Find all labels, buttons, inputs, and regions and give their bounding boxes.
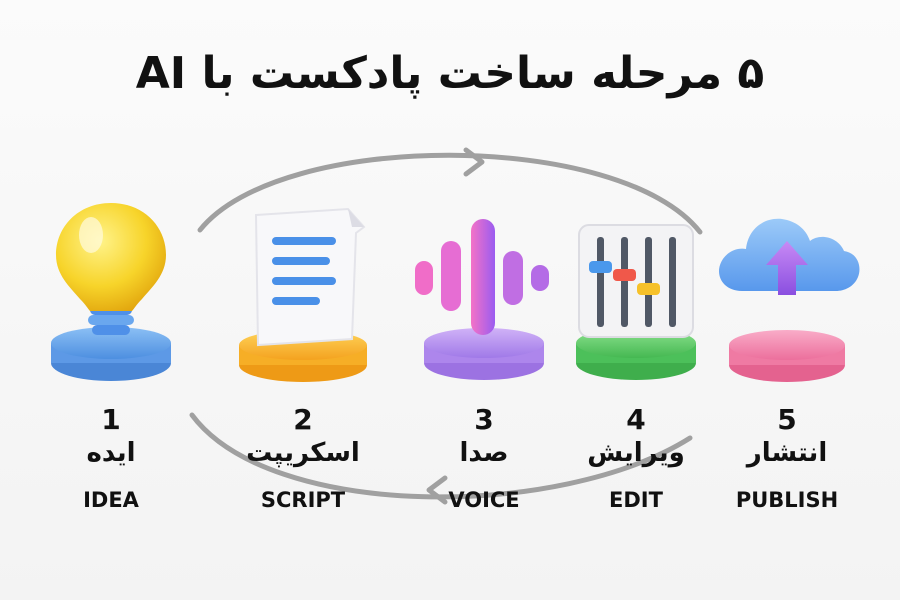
cloud-upload-icon <box>718 218 860 382</box>
bottom-arrowhead-icon <box>426 475 448 505</box>
step-label-en: IDEA <box>83 488 139 512</box>
step-publish: 5 انتشار PUBLISH <box>712 195 862 525</box>
step-edit: 4 ویرایش EDIT <box>561 195 711 525</box>
step-label-fa: انتشار <box>746 438 828 468</box>
step-script: 2 اسکریپت SCRIPT <box>228 195 378 525</box>
step-voice: 3 صدا VOICE <box>409 195 559 525</box>
step-label-en: VOICE <box>448 488 520 512</box>
step-label-fa: ایده <box>86 438 136 468</box>
step-idea: 1 ایده IDEA <box>36 195 186 525</box>
step-number: 3 <box>474 403 494 436</box>
equalizer-sliders-icon <box>576 224 696 380</box>
step-label-en: PUBLISH <box>735 488 839 512</box>
page-title: ۵ مرحله ساخت پادکست با AI <box>135 48 765 99</box>
top-arrowhead-icon <box>463 147 485 177</box>
step-number: 1 <box>101 403 121 436</box>
step-number: 5 <box>777 403 797 436</box>
bottom-cycle-arrow <box>189 412 693 500</box>
step-label-fa: اسکریپت <box>246 438 360 468</box>
audio-wave-icon <box>415 219 549 380</box>
step-label-fa: ویرایش <box>587 438 685 468</box>
document-icon <box>239 207 367 382</box>
top-cycle-arrow <box>197 152 703 235</box>
step-number: 4 <box>626 403 646 436</box>
step-number: 2 <box>293 403 313 436</box>
step-label-en: EDIT <box>609 488 663 512</box>
step-label-en: SCRIPT <box>260 488 346 512</box>
lightbulb-icon <box>51 203 171 381</box>
step-label-fa: صدا <box>459 438 509 468</box>
